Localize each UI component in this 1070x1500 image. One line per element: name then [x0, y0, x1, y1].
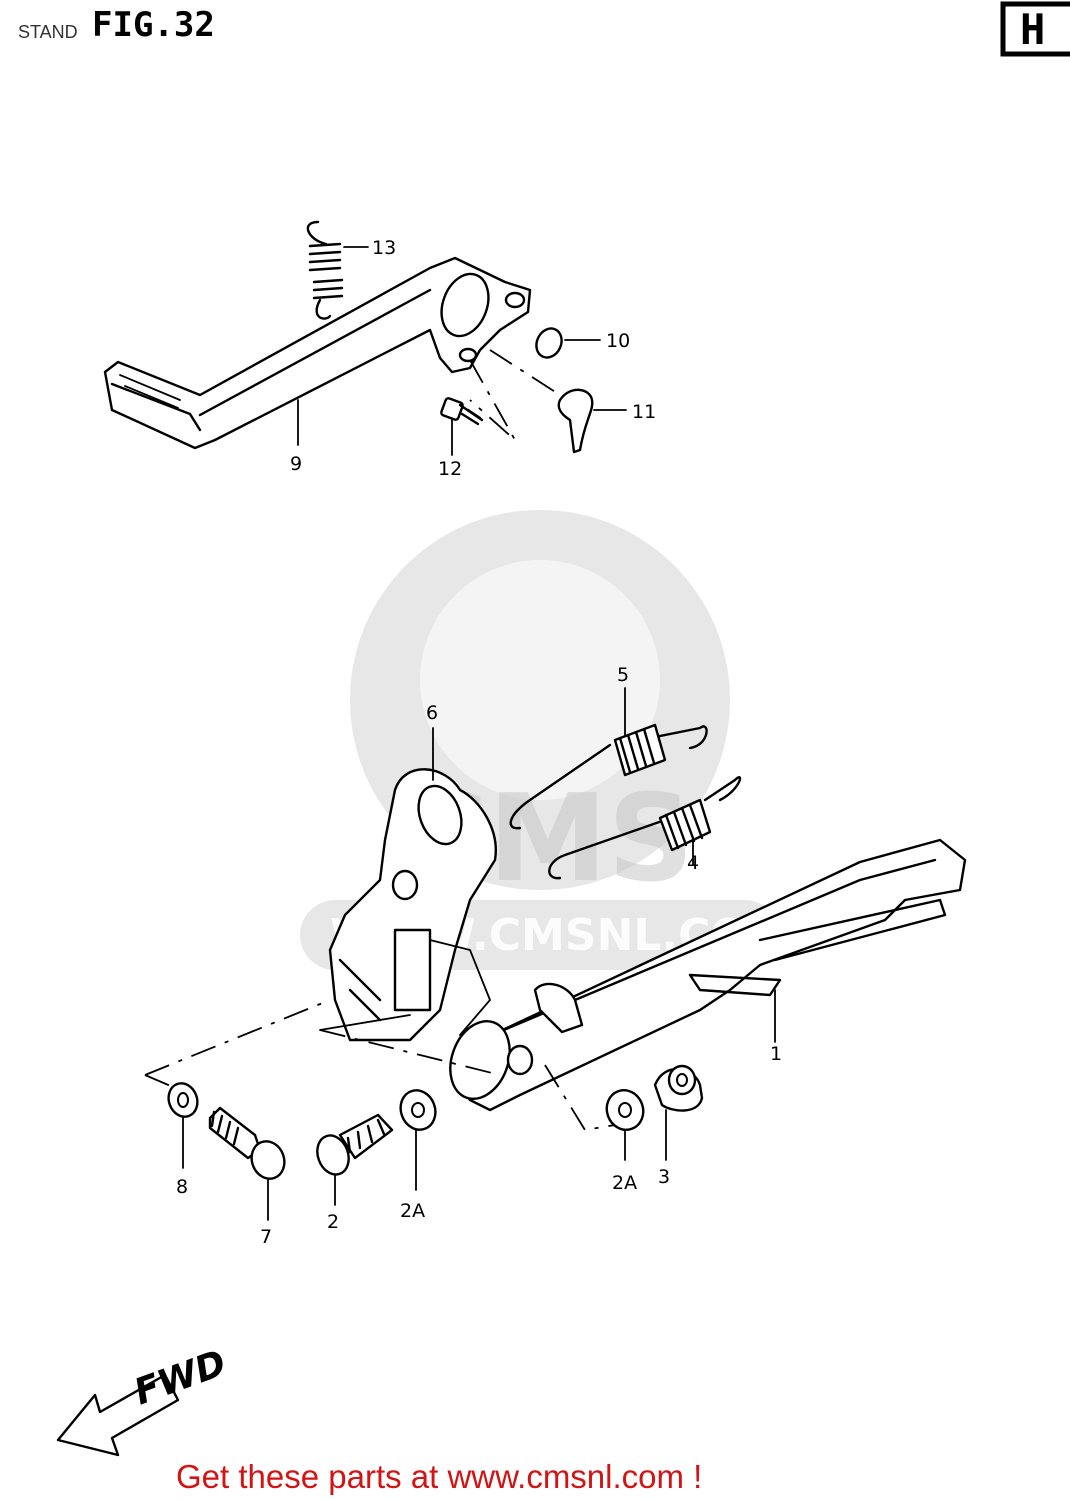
model-code-frame: [1000, 1, 1070, 57]
callout-2: 2: [327, 1211, 339, 1233]
figure-number: FIG.32: [92, 5, 215, 45]
model-code-box: H: [1000, 1, 1070, 57]
callout-2a-right: 2A: [612, 1172, 637, 1194]
stand-bracket-part-6: [328, 768, 497, 1042]
forward-direction-indicator: FWD: [56, 1343, 232, 1457]
washer-part-2a-left: [399, 1089, 437, 1131]
model-code: H: [1020, 5, 1045, 54]
mount-edge: [319, 1014, 411, 1031]
callout-1: 1: [770, 1043, 782, 1065]
side-stand-part-1: [449, 838, 967, 1112]
callout-13: 13: [372, 237, 396, 259]
washer-part-10: [535, 327, 563, 359]
footer-shop-link[interactable]: Get these parts at www.cmsnl.com !: [176, 1458, 702, 1495]
guide-line-3: [544, 1064, 616, 1131]
washer-2a-right-hole: [618, 1102, 632, 1118]
callout-12: 12: [438, 458, 462, 480]
nut-part-3: [653, 1064, 704, 1112]
bolt-part-7: [208, 1106, 286, 1180]
pedal-spring-part-13: [306, 220, 344, 320]
brake-pedal-part-9: [103, 256, 532, 450]
guide-line-8b: [144, 1074, 181, 1091]
callout-4: 4: [687, 852, 699, 874]
cotter-pin-part-11: [557, 388, 594, 454]
callout-9: 9: [290, 453, 302, 475]
callout-6: 6: [426, 702, 438, 724]
guide-line-12: [469, 359, 516, 441]
callout-2a-left: 2A: [400, 1200, 425, 1222]
watermark-inner-circle: [420, 560, 660, 800]
stand-spring-part-5: [509, 723, 708, 830]
washer-part-2a-right: [605, 1089, 645, 1131]
stand-spring-part-4: [548, 776, 742, 880]
callout-11: 11: [632, 401, 656, 423]
section-label: STAND: [18, 22, 78, 42]
forward-arrow-icon: [56, 1373, 180, 1457]
guide-line-11: [489, 349, 561, 396]
washer-part-8: [167, 1082, 199, 1118]
washer-2a-left-hole: [411, 1102, 425, 1118]
callout-3: 3: [658, 1166, 670, 1188]
callout-7: 7: [260, 1226, 272, 1248]
guide-line-2: [319, 1029, 501, 1076]
washer-8-hole: [177, 1092, 189, 1108]
fwd-label: FWD: [129, 1343, 232, 1414]
pivot-bolt-part-2: [316, 1113, 394, 1176]
guide-line-8: [144, 999, 331, 1076]
callout-5: 5: [617, 664, 629, 686]
callout-10: 10: [606, 330, 630, 352]
bolt-part-12: [440, 397, 484, 426]
callout-8: 8: [176, 1176, 188, 1198]
